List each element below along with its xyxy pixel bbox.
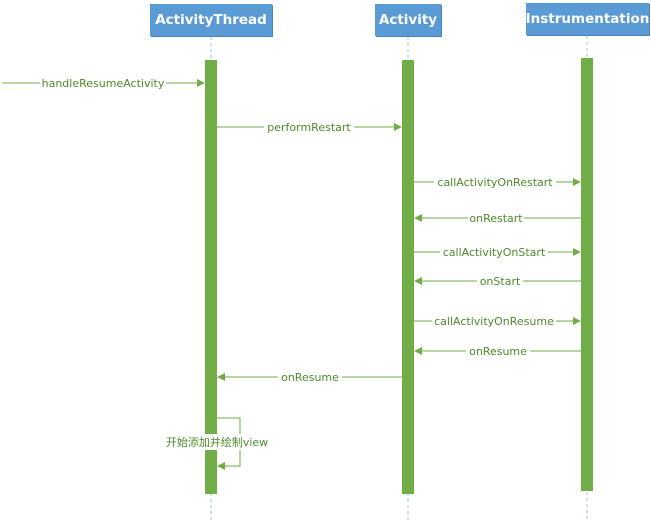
activation-bar-activity — [402, 60, 414, 494]
message-3: callActivityOnRestart — [414, 175, 581, 189]
message-6: onStart — [414, 274, 581, 288]
message-1: handleResumeActivity — [2, 76, 205, 90]
message-7: callActivityOnResume — [414, 314, 581, 328]
participant-activity: Activity — [375, 4, 441, 36]
message-label: callActivityOnStart — [443, 246, 546, 259]
message-label: handleResumeActivity — [42, 77, 165, 90]
self-message-label: 开始添加并绘制view — [166, 435, 268, 449]
message-10-self: 开始添加并绘制view — [156, 417, 278, 470]
participant-activity-thread: ActivityThread — [150, 4, 272, 36]
message-label: onResume — [281, 371, 339, 384]
message-label: onResume — [469, 345, 527, 358]
participant-instrumentation: Instrumentation — [526, 3, 649, 35]
message-label: onRestart — [469, 212, 523, 225]
message-label: callActivityOnResume — [434, 315, 554, 328]
activation-bar-activity-thread — [205, 60, 217, 494]
message-8: onResume — [414, 344, 581, 358]
message-5: callActivityOnStart — [414, 245, 581, 259]
message-9: onResume — [217, 370, 402, 384]
message-2: performRestart — [217, 120, 402, 134]
activation-bar-instrumentation — [581, 58, 593, 491]
message-4: onRestart — [414, 211, 581, 225]
message-label: callActivityOnRestart — [437, 176, 553, 189]
message-label: onStart — [480, 275, 521, 288]
message-label: performRestart — [267, 121, 351, 134]
